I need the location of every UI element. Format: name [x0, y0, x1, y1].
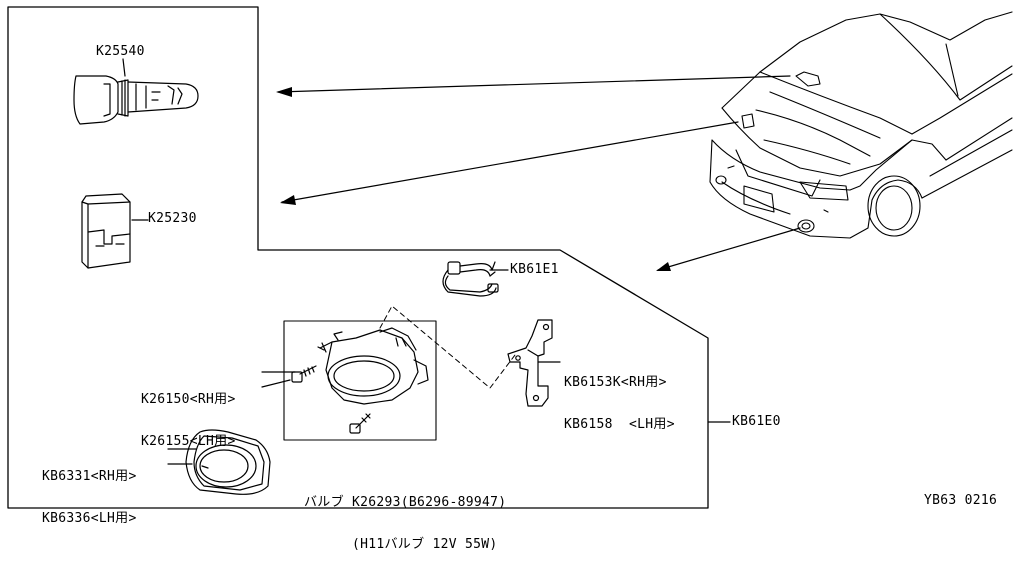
label-bracket: KB6153K<RH用> KB6158 <LH用> [564, 348, 675, 446]
lamp-box [283, 320, 437, 441]
arrows [277, 75, 801, 271]
label-bezel-lh: KB6336<LH用> [42, 511, 137, 526]
label-bulb-line1: バルブ K26293(B6296-89947) [304, 495, 507, 510]
combination-switch-drawing [73, 75, 199, 125]
dashed-leader [379, 305, 516, 389]
kit-outline [7, 6, 709, 509]
footer-code: YB63 0216 [924, 493, 998, 508]
label-harness: KB61E1 [510, 262, 559, 277]
car-drawing [709, 11, 1013, 239]
label-lamp-rh: K26150<RH用> [141, 392, 236, 407]
label-lamp: K26150<RH用> K26155<LH用> [141, 365, 236, 463]
label-relay: K25230 [148, 211, 197, 226]
label-bezel: KB6331<RH用> KB6336<LH用> [42, 442, 137, 540]
bezel-drawing [185, 429, 271, 495]
fog-lamp-drawing [291, 327, 429, 434]
label-switch: K25540 [96, 44, 145, 59]
bracket-drawing [507, 319, 553, 407]
harness-drawing [442, 261, 499, 297]
relay-drawing [81, 193, 131, 269]
label-lamp-lh: K26155<LH用> [141, 434, 236, 449]
label-bracket-rh: KB6153K<RH用> [564, 375, 667, 390]
parts-diagram [7, 6, 1013, 509]
label-bulb: バルブ K26293(B6296-89947) (H11バルブ 12V 55W) [304, 468, 506, 566]
leader-lamp-2 [261, 379, 291, 388]
label-kit: KB61E0 [732, 414, 781, 429]
label-bulb-line2: (H11バルブ 12V 55W) [352, 537, 498, 552]
label-bezel-rh: KB6331<RH用> [42, 469, 137, 484]
label-bracket-lh: KB6158 <LH用> [564, 417, 675, 432]
leader-switch [122, 58, 126, 77]
